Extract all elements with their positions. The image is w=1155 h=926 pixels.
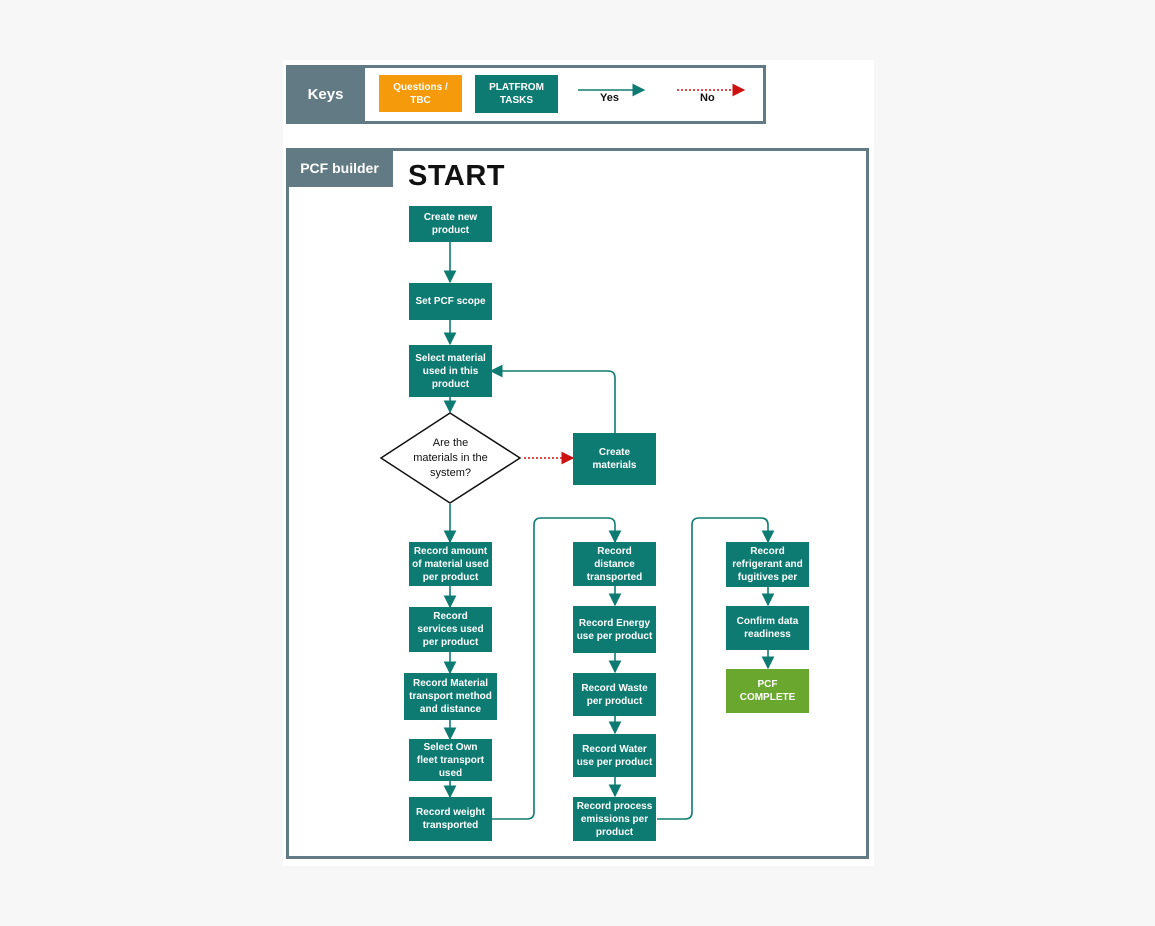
node-record-amount: Record amount of material used per produ…	[409, 542, 492, 586]
key-questions: Questions / TBC	[379, 75, 462, 112]
node-record-water: Record Water use per product	[573, 734, 656, 777]
node-pcf-complete: PCF COMPLETE	[726, 669, 809, 713]
node-record-refrigerant: Record refrigerant and fugitives per	[726, 542, 809, 587]
node-select-material: Select material used in this product	[409, 345, 492, 397]
arrow-weight-to-distance	[492, 517, 622, 820]
key-no-label: No	[700, 92, 715, 104]
node-record-energy: Record Energy use per product	[573, 606, 656, 653]
node-record-weight: Record weight transported	[409, 797, 492, 841]
node-set-pcf-scope: Set PCF scope	[409, 283, 492, 320]
decision-text: Are the materials in the system?	[413, 436, 488, 479]
key-yes-label: Yes	[600, 92, 619, 104]
node-record-material-transport: Record Material transport method and dis…	[404, 673, 497, 720]
node-create-new-product: Create new product	[409, 206, 492, 242]
node-record-process: Record process emissions per product	[573, 797, 656, 841]
node-create-materials: Create materials	[573, 433, 656, 485]
keys-title: Keys	[286, 65, 365, 124]
decision-diamond	[379, 412, 522, 504]
key-platform-tasks: PLATFROM TASKS	[475, 75, 558, 113]
node-select-own-fleet: Select Own fleet transport used	[409, 739, 492, 781]
arrow-process-to-refrigerant	[657, 517, 775, 820]
node-record-services: Record services used per product	[409, 607, 492, 652]
node-record-waste: Record Waste per product	[573, 673, 656, 716]
node-confirm-data: Confirm data readiness	[726, 606, 809, 650]
start-label: START	[408, 160, 506, 192]
node-record-distance: Record distance transported	[573, 542, 656, 586]
pcf-builder-title: PCF builder	[286, 148, 393, 187]
arrow-create-materials-to-select	[489, 364, 616, 433]
